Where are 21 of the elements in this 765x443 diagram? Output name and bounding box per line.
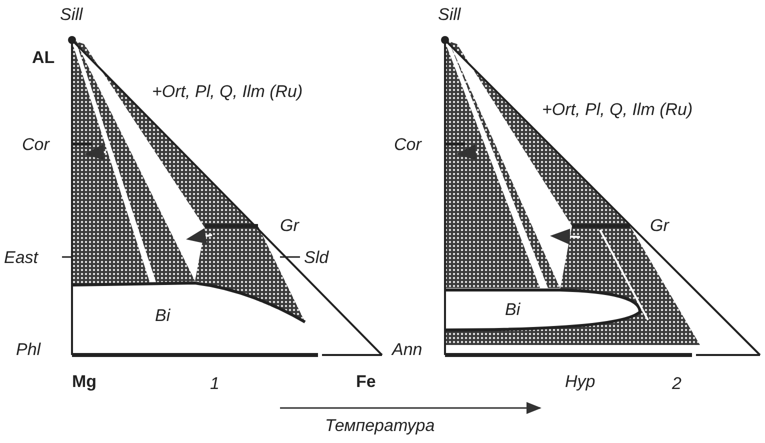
- mineral-label: Sill: [60, 5, 83, 25]
- panel-number: 1: [210, 374, 220, 394]
- mineral-label: Cor: [22, 135, 50, 155]
- assemblage-note: +Ort, Pl, Q, Ilm (Ru): [542, 100, 693, 120]
- mineral-label: Hyp: [565, 372, 596, 392]
- component-label: Mg: [72, 372, 97, 392]
- mineral-label: Gr: [280, 216, 299, 236]
- axis-label: Температура: [325, 416, 435, 436]
- mineral-label: Phl: [16, 340, 41, 360]
- component-label: AL: [32, 48, 55, 68]
- mineral-label: Cor: [394, 135, 422, 155]
- panel-number: 2: [672, 374, 682, 394]
- mineral-label: Gr: [650, 216, 669, 236]
- mineral-label: Bi: [155, 306, 170, 326]
- mineral-label: Sill: [438, 5, 461, 25]
- mineral-label: Ann: [392, 340, 422, 360]
- mineral-label: Sld: [304, 248, 329, 268]
- assemblage-note: +Ort, Pl, Q, Ilm (Ru): [152, 82, 303, 102]
- mineral-label: Bi: [505, 300, 520, 320]
- component-label: Fe: [356, 372, 376, 392]
- mineral-label: East: [4, 248, 38, 268]
